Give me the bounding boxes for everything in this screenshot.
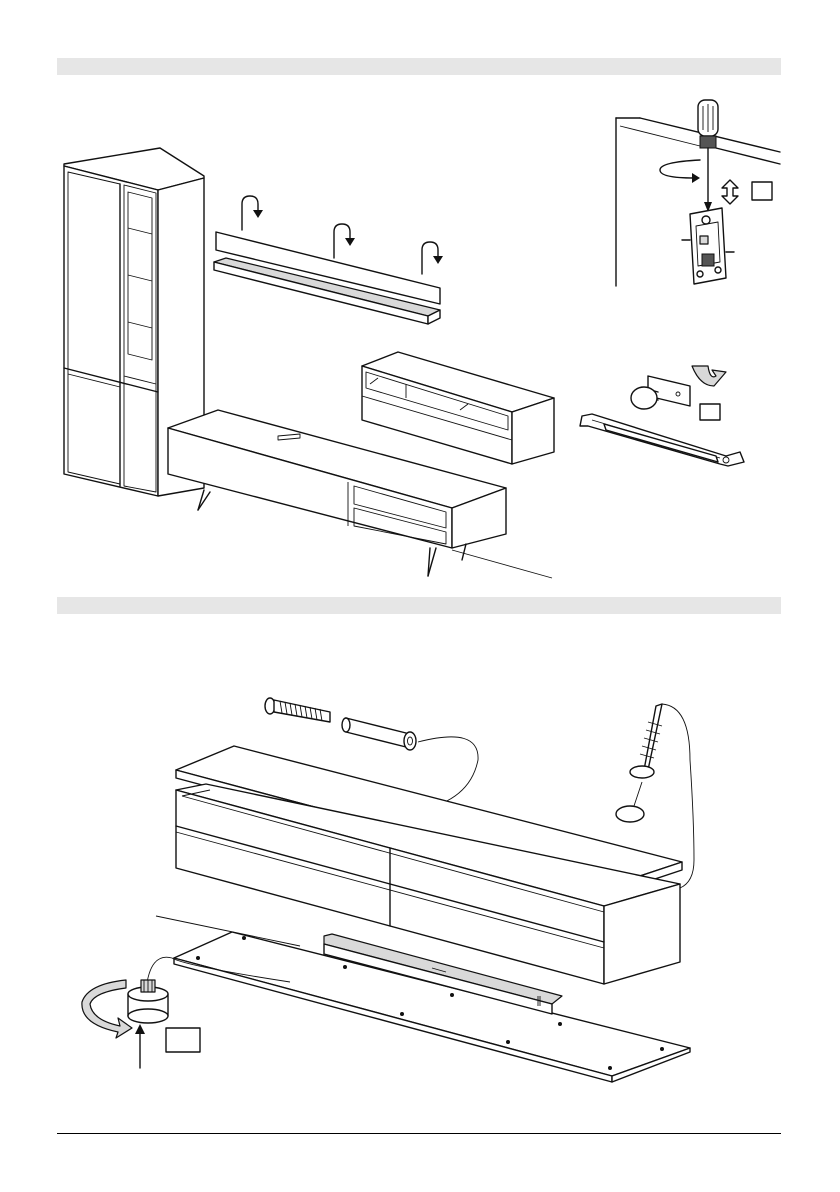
wall-shelf bbox=[214, 232, 440, 324]
screw-icon bbox=[265, 698, 330, 722]
screwdriver-icon bbox=[698, 100, 718, 212]
rotate-arrow-icon bbox=[422, 242, 443, 274]
ref-box-foot bbox=[166, 1028, 200, 1052]
ref-box-hanger bbox=[752, 182, 772, 200]
rotate-arrow-icon bbox=[334, 224, 355, 258]
wall-sideboard bbox=[362, 352, 554, 464]
wrench-icon bbox=[580, 414, 744, 466]
footer-rule bbox=[57, 1133, 781, 1134]
rotate-arrow-icon bbox=[692, 366, 726, 386]
hook-plate-detail bbox=[631, 376, 690, 409]
adjustable-foot bbox=[128, 980, 168, 1023]
rotate-arrow-icon bbox=[660, 160, 700, 183]
rotate-arrow-icon bbox=[82, 980, 132, 1038]
wall-hanger-bracket bbox=[682, 208, 734, 284]
rotate-arrow-icon bbox=[242, 196, 263, 230]
up-arrow-icon bbox=[135, 1024, 145, 1068]
adjust-arrows-icon bbox=[722, 180, 738, 204]
ref-box-wrench bbox=[700, 404, 720, 420]
